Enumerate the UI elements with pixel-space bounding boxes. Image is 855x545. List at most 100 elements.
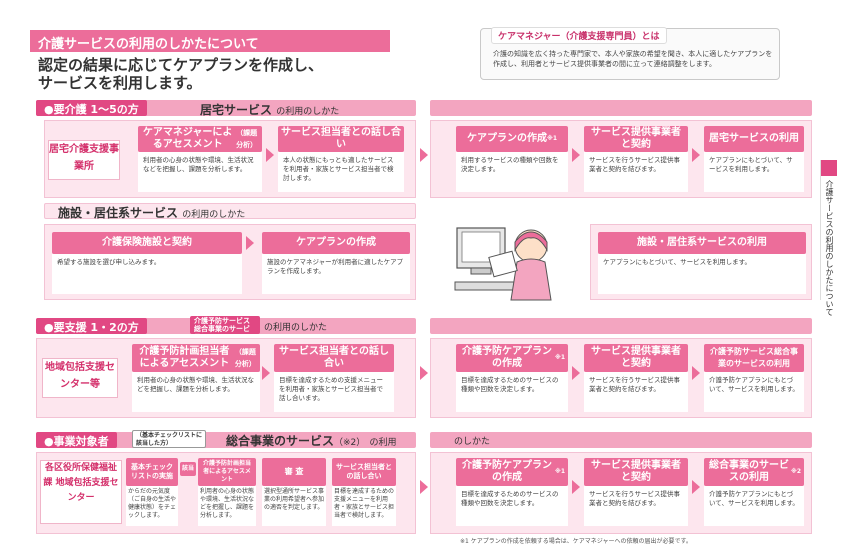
- step-body: 目標を達成するためのサービスの種類や回数を決定します。: [456, 486, 568, 526]
- side-tab-label: 介護サービスの利用のしかたについて: [825, 180, 834, 316]
- headline: 認定の結果に応じてケアプランを作成し、 サービスを利用します。: [38, 56, 323, 92]
- side-index-tab[interactable]: 介護サービスの利用のしかたについて: [820, 160, 837, 316]
- arrow-icon: [420, 366, 428, 380]
- step-head: 介護予防計画担当者によるアセスメント: [198, 458, 256, 486]
- step-body: 本人の状態にもっとも適したサービスを利用者・家族とサービス担当者で検討します。: [278, 152, 404, 192]
- section2-sub-bold: 施設・居住系サービス: [58, 206, 179, 220]
- care-manager-box: ケアマネジャー（介護支援専門員）とは 介護の知識を広く持った専門家で、本人や家族…: [480, 27, 780, 80]
- section4-bar: [36, 432, 416, 448]
- step-body: からだの元気度（ご自身の生活や健康状態）をチェックします。: [126, 486, 178, 526]
- section3-step4: サービス提供事業者と契約 サービスを行うサービス提供事業者と契約を結びます。: [584, 344, 688, 412]
- step-head: ケアプランの作成: [262, 232, 410, 254]
- section2-step1: 介護保険施設と契約 希望する施設を選び申し込みます。: [52, 232, 242, 294]
- step-head: 施設・居住系サービスの利用: [598, 232, 806, 254]
- section1-step5: 居宅サービスの利用 ケアプランにもとづいて、サービスを利用します。: [704, 126, 804, 192]
- step-head: 介護予防計画担当者によるアセスメント（課題分析）: [132, 344, 260, 372]
- step-head: 審 査: [262, 458, 326, 486]
- section3-tag: 介護予防サービス総合事業のサービス: [190, 316, 260, 341]
- arrow-icon: [692, 480, 700, 494]
- section1-left-tag: 居宅介護支援事業所: [48, 140, 120, 180]
- step-body: 希望する施設を選び申し込みます。: [52, 254, 242, 294]
- headline-line1: 認定の結果に応じてケアプランを作成し、: [38, 56, 324, 74]
- section4-step3: 総合事業のサービスの利用※2 介護予防ケアプランにもとづいて、サービスを利用しま…: [704, 458, 804, 526]
- step-body: 選択型通所サービス事業の利用希望者へ参加の適否を判定します。: [262, 486, 326, 526]
- section1-subtitle: 居宅サービス の利用のしかた: [200, 101, 339, 118]
- arrow-icon: [420, 480, 428, 494]
- footnote: ※1 ケアプランの作成を依頼する場合は、ケアマネジャーへの依頼の届出が必要です。: [460, 538, 692, 545]
- step-body: 施設のケアマネジャーが利用者に適したケアプランを作成します。: [262, 254, 410, 294]
- section3-step5: 介護予防サービス総合事業のサービスの利用 介護予防ケアプランにもとづいて、サービ…: [704, 344, 804, 412]
- step-head: 基本チェックリストの実施: [126, 458, 178, 486]
- step-body: 介護予防ケアプランにもとづいて、サービスを利用します。: [704, 372, 804, 412]
- page-title-bar: 介護サービスの利用のしかたについて: [30, 30, 390, 52]
- section1-step4: サービス提供事業者と契約 サービスを行うサービス提供事業者と契約を結びます。: [584, 126, 688, 192]
- section4-subtitle-right: のしかた: [454, 437, 491, 447]
- section3-bar-right: [430, 318, 812, 334]
- step-body: 利用者の心身の状態や環境、生活状況などを把握し、課題を分析します。: [138, 152, 262, 192]
- person-at-computer-illustration: [454, 227, 552, 301]
- step-head: サービス担当者との話し合い: [278, 126, 404, 152]
- step-head: 介護予防サービス総合事業のサービスの利用: [704, 344, 804, 372]
- step-head: サービス担当者との話し合い: [332, 458, 396, 486]
- section1-sub-rest: の利用のしかた: [276, 107, 340, 117]
- arrow-icon: [572, 480, 580, 494]
- section1-step1: ケアマネジャーによるアセスメント（課題分析） 利用者の心身の状態や環境、生活状況…: [138, 126, 262, 192]
- section4-small-step5: サービス担当者との話し合い 目標を達成するための支援メニューを利用者・家族とサー…: [332, 458, 396, 526]
- section3-step1: 介護予防計画担当者によるアセスメント（課題分析） 利用者の心身の状態や環境、生活…: [132, 344, 260, 412]
- section2-sub-rest: の利用のしかた: [182, 210, 246, 220]
- section4-small-step1: 基本チェックリストの実施 からだの元気度（ご自身の生活や健康状態）をチェックしま…: [126, 458, 178, 526]
- section1-sub-bold: 居宅サービス: [200, 103, 273, 117]
- step-head: 介護予防ケアプランの作成※1: [456, 458, 568, 486]
- step-head: 居宅サービスの利用: [704, 126, 804, 152]
- step-head: サービス担当者との話し合い: [274, 344, 394, 372]
- section3-label: ●要支援 1・2の方: [36, 318, 147, 334]
- step-head: ケアマネジャーによるアセスメント（課題分析）: [138, 126, 262, 152]
- step-body: 利用するサービスの種類や回数を決定します。: [456, 152, 568, 192]
- section4-bar-right: [430, 432, 812, 448]
- step-head: ケアプランの作成※1: [456, 126, 568, 152]
- section4-label-small: （基本チェックリストに該当した方）: [132, 430, 206, 448]
- section1-label: ●要介護 1～5の方: [36, 100, 147, 116]
- step-body: 利用者の心身の状態や環境、生活状況などを把握し、課題を分析します。: [132, 372, 260, 412]
- step-body: サービスを行うサービス提供事業者と契約を結びます。: [584, 372, 688, 412]
- section3-left-tag: 地域包括支援センター等: [42, 358, 118, 398]
- step-body: ケアプランにもとづいて、サービスを利用します。: [598, 254, 806, 294]
- section4-small-step4: 審 査 選択型通所サービス事業の利用希望者へ参加の適否を判定します。: [262, 458, 326, 526]
- section2-bar: [44, 203, 416, 219]
- section4-left-tag: 各区役所保健福祉課 地域包括支援センター: [40, 460, 122, 524]
- arrow-icon: [572, 366, 580, 380]
- step-body: 目標を達成するための支援メニューを利用者・家族とサービス担当者で検討します。: [332, 486, 396, 526]
- section2-step2: ケアプランの作成 施設のケアマネジャーが利用者に適したケアプランを作成します。: [262, 232, 410, 294]
- step-head: 該当: [180, 462, 196, 476]
- section3-subtitle: の利用のしかた: [264, 323, 328, 333]
- arrow-icon: [420, 148, 428, 162]
- section1-bar-right: [430, 100, 812, 116]
- step-body: 介護予防ケアプランにもとづいて、サービスを利用します。: [704, 486, 804, 526]
- step-body: 目標を達成するためのサービスの種類や回数を決定します。: [456, 372, 568, 412]
- step-head: 介護予防ケアプランの作成※1: [456, 344, 568, 372]
- section1-step2: サービス担当者との話し合い 本人の状態にもっとも適したサービスを利用者・家族とサ…: [278, 126, 404, 192]
- step-head: 総合事業のサービスの利用※2: [704, 458, 804, 486]
- section4-small-step2: 該当: [180, 462, 196, 476]
- arrow-icon: [246, 236, 254, 250]
- section1-step3: ケアプランの作成※1 利用するサービスの種類や回数を決定します。: [456, 126, 568, 192]
- section4-step2: サービス提供事業者と契約 サービスを行うサービス提供事業者と契約を結びます。: [584, 458, 688, 526]
- section2-step3: 施設・居住系サービスの利用 ケアプランにもとづいて、サービスを利用します。: [598, 232, 806, 294]
- step-body: サービスを行うサービス提供事業者と契約を結びます。: [584, 152, 688, 192]
- section4-subtitle: 総合事業のサービス（※2） の利用: [226, 434, 397, 448]
- section3-step2: サービス担当者との話し合い 目標を達成するための支援メニューを利用者・家族とサー…: [274, 344, 394, 412]
- section4-small-step3: 介護予防計画担当者によるアセスメント 利用者の心身の状態や環境、生活状況などを把…: [198, 458, 256, 526]
- arrow-icon: [692, 148, 700, 162]
- step-body: サービスを行うサービス提供事業者と契約を結びます。: [584, 486, 688, 526]
- step-head: サービス提供事業者と契約: [584, 126, 688, 152]
- step-body: ケアプランにもとづいて、サービスを利用します。: [704, 152, 804, 192]
- side-tab-marker: [821, 160, 837, 176]
- arrow-icon: [572, 148, 580, 162]
- care-manager-text: 介護の知識を広く持った専門家で、本人や家族の希望を聞き、本人に適したケアプランを…: [493, 50, 773, 68]
- section4-label: ●事業対象者: [36, 432, 117, 448]
- step-head: 介護保険施設と契約: [52, 232, 242, 254]
- care-manager-title: ケアマネジャー（介護支援専門員）とは: [491, 27, 667, 44]
- section4-step1: 介護予防ケアプランの作成※1 目標を達成するためのサービスの種類や回数を決定しま…: [456, 458, 568, 526]
- arrow-icon: [266, 148, 274, 162]
- headline-line2: サービスを利用します。: [38, 74, 202, 92]
